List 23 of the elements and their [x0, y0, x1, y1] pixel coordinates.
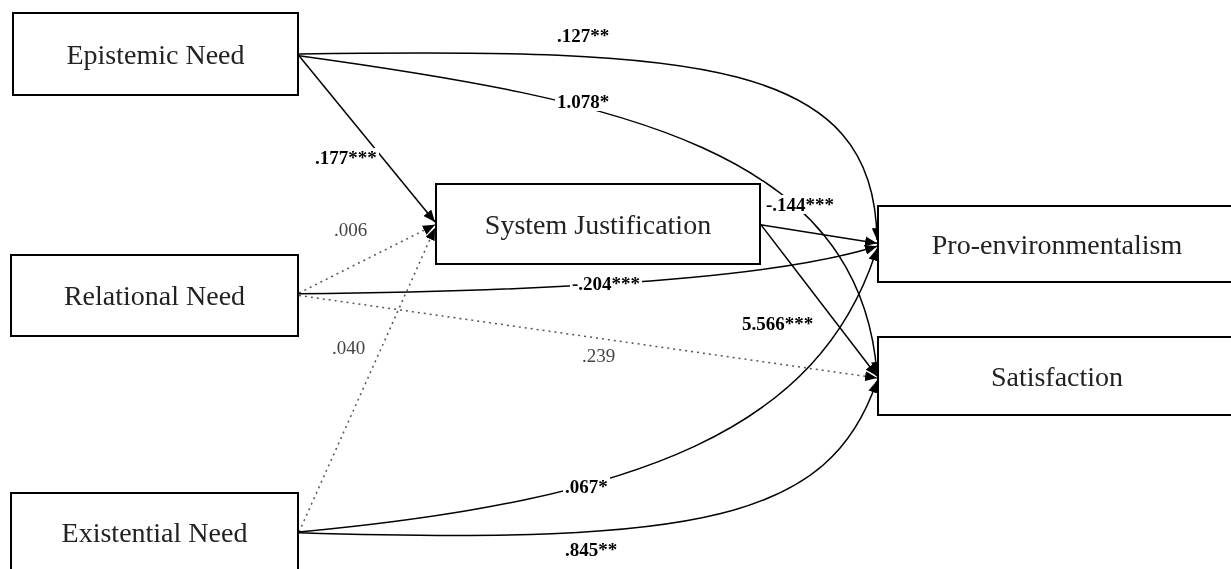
arrow [298, 54, 436, 223]
variable-box: Satisfaction [877, 336, 1231, 416]
edge-label: .239 [580, 346, 618, 365]
edge-label: .006 [332, 220, 370, 239]
edge-label: -.204*** [570, 274, 643, 293]
dotted-arrow [298, 224, 436, 294]
edge-label: .127** [555, 26, 612, 45]
variable-box: Epistemic Need [12, 12, 299, 96]
arrow [760, 224, 878, 377]
arrow [298, 380, 878, 537]
edge-label: -.144*** [764, 195, 837, 214]
edge-label: .067* [563, 477, 610, 496]
edge-label: .845** [563, 540, 620, 559]
variable-box: Existential Need [10, 492, 299, 569]
edge-label: .177*** [313, 148, 379, 167]
arrow [760, 224, 878, 247]
edge-label: 1.078* [555, 92, 612, 111]
variable-box: Pro-environmentalism [877, 205, 1231, 283]
edge-label: .040 [330, 338, 368, 357]
variable-box: System Justification [435, 183, 761, 265]
variable-box: Relational Need [10, 254, 299, 337]
edge-label: 5.566*** [740, 314, 816, 333]
arrow [298, 247, 878, 533]
